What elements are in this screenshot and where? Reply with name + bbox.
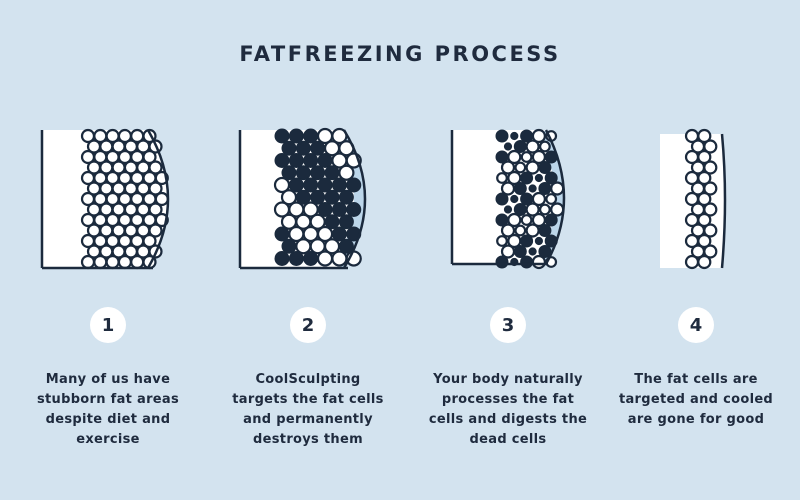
step-4-caption: The fat cells are targeted and cooled ar… — [618, 372, 774, 427]
step-2-caption: CoolSculpting targets the fat cells and … — [232, 372, 384, 447]
step-3-number: 3 — [490, 307, 526, 343]
step-2-number: 2 — [290, 307, 326, 343]
step-4-number: 4 — [678, 307, 714, 343]
step-4-illustration — [656, 126, 736, 272]
step-2-illustration — [236, 126, 386, 272]
page-title: FATFREEZING PROCESS — [239, 42, 561, 66]
step-3-caption: Your body naturally processes the fat ce… — [428, 372, 588, 447]
step-1-number: 1 — [90, 307, 126, 343]
step-1-illustration — [38, 126, 188, 272]
step-1-caption: Many of us have stubborn fat areas despi… — [36, 372, 180, 447]
step-3-illustration — [448, 126, 598, 272]
